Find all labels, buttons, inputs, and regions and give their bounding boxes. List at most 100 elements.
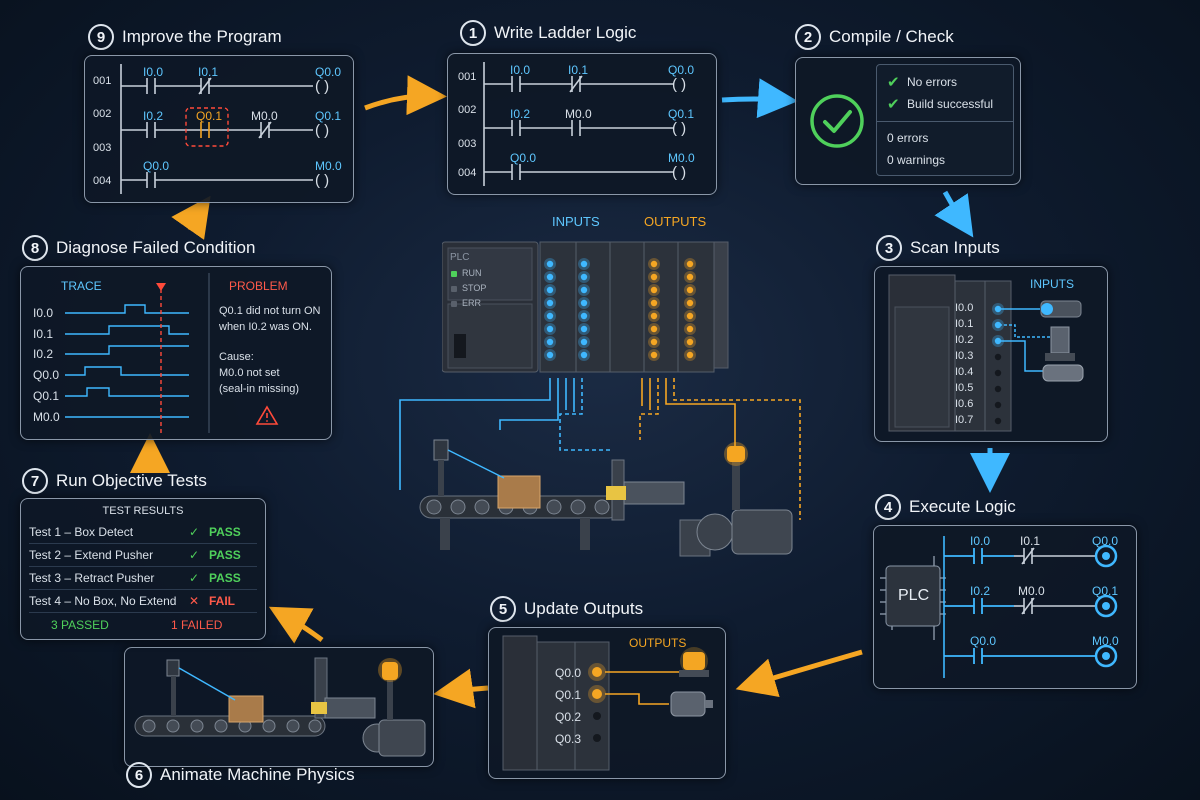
output-led <box>686 299 694 307</box>
line-number: 004 <box>93 175 112 187</box>
run-label: RUN <box>462 268 482 278</box>
test-row: Test 3 – Retract Pusher ✓ PASS <box>29 567 257 590</box>
pass-icon: ✓ <box>189 525 200 539</box>
conveyor-animation <box>134 657 426 757</box>
err-led <box>451 301 457 307</box>
divider <box>877 121 1013 122</box>
contact-label: I0.0 <box>143 65 164 79</box>
coil-symbol: ( ) <box>315 172 330 189</box>
pass-icon: ✓ <box>189 571 200 585</box>
step-7-number: 7 <box>22 468 48 494</box>
pass-icon: ✓ <box>189 548 200 562</box>
update-outputs-label: OUTPUTS <box>629 636 687 650</box>
input-led <box>994 321 1002 329</box>
step-1-title: 1 Write Ladder Logic <box>460 20 636 46</box>
fail-icon: ✕ <box>189 594 200 608</box>
arrow-4-to-5 <box>735 649 863 697</box>
step-2-title: 2 Compile / Check <box>795 24 954 50</box>
plc-inputs-label: INPUTS <box>552 214 600 229</box>
contact-label: M0.0 <box>1018 584 1045 598</box>
trace-label: TRACE <box>61 279 102 293</box>
coil-symbol: ( ) <box>672 164 687 181</box>
step-4-execute-panel: PLC I0.0 I0.1 Q0.0 I0.2 M0.0 Q0.1 Q0.0 M… <box>873 525 1137 689</box>
line-number: 003 <box>458 138 477 150</box>
check-icon: ✔ <box>887 96 900 113</box>
input-led <box>580 351 588 359</box>
output-led <box>650 299 658 307</box>
plc-rack: PLC RUN STOP ERR <box>442 238 730 376</box>
step-2-number: 2 <box>795 24 821 50</box>
step-9-ladder-panel: 001 002 003 004 I0.0 I0.1 Q0.0 ( ) I0.2 … <box>84 55 354 203</box>
signal-label: I0.0 <box>33 306 54 320</box>
line-number: 001 <box>458 71 477 83</box>
step-5-title: 5 Update Outputs <box>490 596 643 622</box>
error-count: 0 errors <box>887 131 929 145</box>
coil-label: Q0.1 <box>668 107 695 121</box>
contact-label: M0.0 <box>565 107 592 121</box>
arrow-8-to-9 <box>171 195 211 240</box>
coil-label: M0.0 <box>315 159 342 173</box>
signal-label: I0.2 <box>33 347 54 361</box>
step-7-title: 7 Run Objective Tests <box>22 468 207 494</box>
scan-inputs-label: INPUTS <box>1030 277 1075 291</box>
input-led <box>994 417 1002 425</box>
step-6-number: 6 <box>126 762 152 788</box>
coil-label: M0.0 <box>1092 634 1119 648</box>
coil-symbol: ( ) <box>672 120 687 137</box>
line-number: 002 <box>458 104 477 116</box>
input-led <box>580 338 588 346</box>
arrow-5-to-6 <box>433 668 489 709</box>
output-address: Q0.3 <box>555 732 582 746</box>
coil-label: Q0.1 <box>315 109 342 123</box>
input-led <box>546 286 554 294</box>
contact-label: Q0.0 <box>510 151 537 165</box>
input-led <box>546 325 554 333</box>
contact-label: I0.1 <box>1020 534 1041 548</box>
step-9-title: 9 Improve the Program <box>88 24 282 50</box>
input-led <box>994 353 1002 361</box>
problem-text: Q0.1 did not turn ON <box>219 305 321 317</box>
output-led <box>686 286 694 294</box>
input-led <box>994 401 1002 409</box>
cause-text: Cause: <box>219 351 254 363</box>
contact-label: I0.1 <box>568 63 589 77</box>
contact-label: I0.0 <box>970 534 991 548</box>
test-result: PASS <box>209 548 241 562</box>
step-6-physics-panel <box>124 647 434 767</box>
arrow-1-to-2 <box>721 78 798 119</box>
step-5-outputs-panel: OUTPUTS Q0.0 Q0.1 Q0.2 Q0.3 <box>488 627 726 779</box>
output-led <box>650 260 658 268</box>
step-3-number: 3 <box>876 235 902 261</box>
arrow-2-to-3 <box>934 190 974 238</box>
test-result: FAIL <box>209 594 235 608</box>
input-led <box>580 299 588 307</box>
problem-label: PROBLEM <box>229 279 288 293</box>
output-led <box>686 338 694 346</box>
input-address: I0.7 <box>955 414 974 426</box>
contact-label: Q0.0 <box>143 159 170 173</box>
step-2-compile-panel: ✔ No errors ✔ Build successful 0 errors … <box>795 57 1021 185</box>
plc-outputs-label: OUTPUTS <box>644 214 707 229</box>
output-address: Q0.1 <box>555 688 582 702</box>
output-led <box>686 351 694 359</box>
step-8-title: 8 Diagnose Failed Condition <box>22 235 255 261</box>
arrow-6-to-7 <box>268 606 324 644</box>
contact-label: M0.0 <box>251 109 278 123</box>
step-1-number: 1 <box>460 20 486 46</box>
line-number: 002 <box>93 108 112 120</box>
output-led <box>686 260 694 268</box>
contact-label: I0.1 <box>198 65 219 79</box>
warning-icon <box>255 405 279 425</box>
input-led <box>546 338 554 346</box>
failed-count: 1 FAILED <box>171 618 223 632</box>
problem-text: when I0.2 was ON. <box>219 321 312 333</box>
input-address: I0.5 <box>955 382 974 394</box>
input-led <box>546 351 554 359</box>
plc-chip-icon: PLC <box>898 587 930 604</box>
input-led <box>546 299 554 307</box>
signal-trace <box>65 273 279 433</box>
check-icon: ✔ <box>887 74 900 91</box>
input-led <box>994 369 1002 377</box>
warning-count: 0 warnings <box>887 153 946 167</box>
